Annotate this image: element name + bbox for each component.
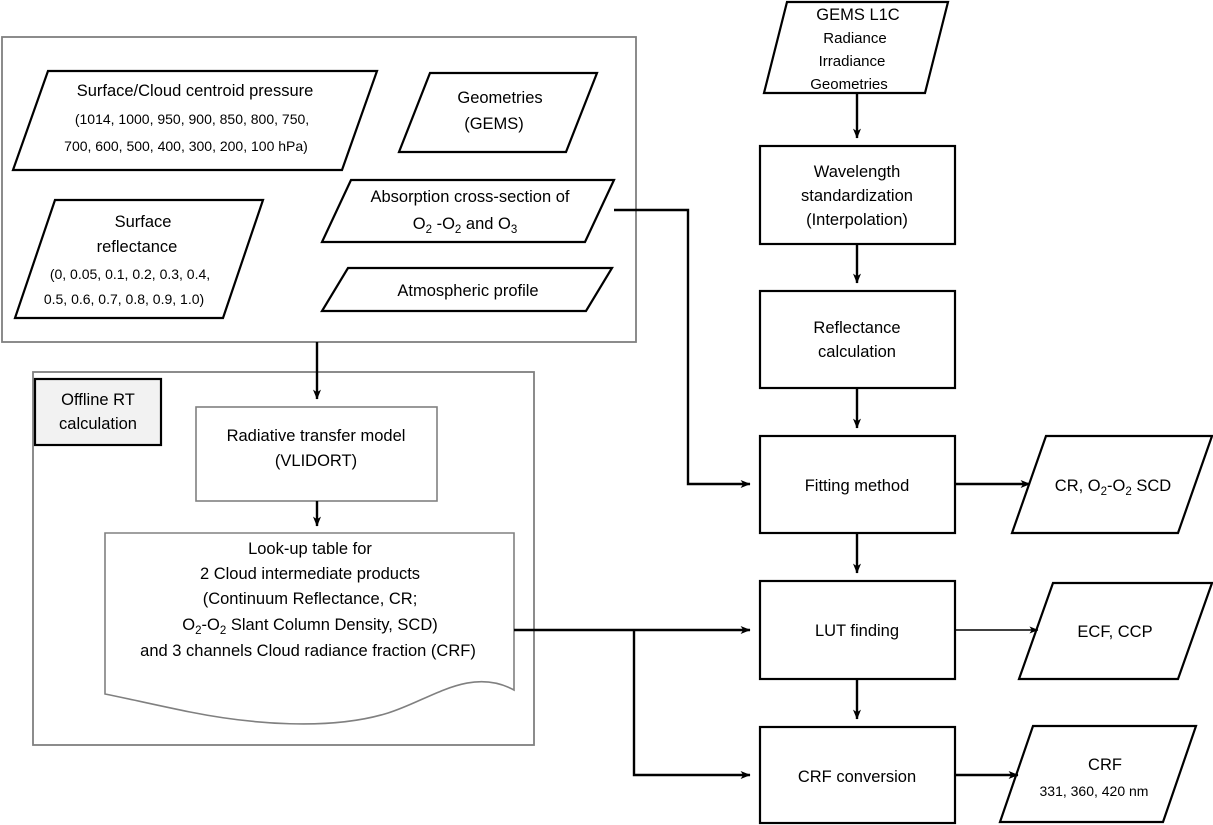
atmospheric-profile-line1: Atmospheric profile (397, 282, 538, 300)
absorption-cross-section-shape (320, 178, 616, 244)
lut-line2: 2 Cloud intermediate products (200, 565, 420, 583)
output-ecf-ccp-text: ECF, CCP (1077, 623, 1152, 641)
absorption-sub3: 3 (511, 224, 517, 236)
lut-sub2: 2 (220, 625, 226, 637)
lut-post: Slant Column Density, SCD) (226, 616, 438, 634)
lut-mid: -O (201, 616, 219, 634)
wavelength-line1: Wavelength (814, 163, 901, 181)
rt-model-line1: Radiative transfer model (227, 427, 406, 445)
reflectance-line1: Reflectance (813, 319, 900, 337)
lut-line5: and 3 channels Cloud radiance fraction (… (140, 642, 476, 660)
reflectance-calculation-box (758, 289, 957, 390)
connector-lut-to-crf-conversion (632, 630, 751, 779)
inputs-container (1, 36, 637, 343)
surface-cloud-pressure-line1: Surface/Cloud centroid pressure (77, 82, 314, 100)
cr-scd-pre: CR, O (1055, 477, 1101, 495)
geometries-line2: (GEMS) (464, 115, 524, 133)
absorption-post: and O (461, 215, 511, 233)
surface-reflectance-line4: 0.5, 0.6, 0.7, 0.8, 0.9, 1.0) (44, 291, 204, 307)
absorption-sub1: 2 (426, 224, 432, 236)
fitting-line1: Fitting method (805, 477, 910, 495)
surface-cloud-pressure-shape (11, 69, 379, 172)
lut-document-shape (104, 532, 515, 725)
geometries-shape (397, 71, 599, 154)
surface-reflectance-line2: reflectance (97, 238, 178, 256)
rt-model-line2: (VLIDORT) (275, 452, 357, 470)
lut-sub1: 2 (195, 625, 201, 637)
absorption-sub2: 2 (455, 224, 461, 236)
fitting-method-box (758, 434, 957, 535)
offline-rt-label-box (33, 377, 163, 447)
radiative-transfer-model-box (195, 406, 438, 502)
cr-scd-mid: -O (1107, 477, 1125, 495)
surface-reflectance-line3: (0, 0.05, 0.1, 0.2, 0.3, 0.4, (50, 266, 210, 282)
gems-l1c-line1: GEMS L1C (816, 6, 900, 24)
output-cr-scd-shape (1010, 434, 1213, 535)
wavelength-line3: (Interpolation) (806, 211, 908, 229)
gems-l1c-line4: Geometries (810, 76, 888, 93)
lut-line1: Look-up table for (248, 540, 372, 558)
cr-scd-sub1: 2 (1101, 486, 1107, 498)
surface-reflectance-shape (13, 198, 265, 320)
lut-finding-line1: LUT finding (815, 622, 899, 640)
cr-scd-post: SCD (1132, 477, 1172, 495)
absorption-line1: Absorption cross-section of (370, 188, 569, 206)
surface-cloud-pressure-line2: (1014, 1000, 950, 900, 850, 800, 750, (75, 111, 309, 127)
absorption-mid: -O (432, 215, 455, 233)
gems-l1c-line2: Radiance (823, 30, 886, 47)
geometries-line1: Geometries (457, 89, 542, 107)
reflectance-line2: calculation (818, 343, 896, 361)
output-crf-line2: 331, 360, 420 nm (1040, 783, 1149, 799)
offline-rt-container (32, 371, 535, 746)
lut-o2a: O (182, 616, 195, 634)
surface-cloud-pressure-line3: 700, 600, 500, 400, 300, 200, 100 hPa) (64, 138, 308, 154)
gems-l1c-line3: Irradiance (819, 53, 886, 70)
output-ecf-ccp-shape (1017, 581, 1213, 681)
connector-absorption-to-fitting (614, 208, 751, 488)
crf-conversion-box (758, 725, 957, 825)
crf-conversion-line1: CRF conversion (798, 768, 916, 786)
lut-line4: O2-O2 Slant Column Density, SCD) (182, 616, 438, 637)
output-crf-line1: CRF (1088, 756, 1122, 774)
offline-rt-label-line1: Offline RT (61, 391, 135, 409)
cr-scd-sub2: 2 (1125, 486, 1131, 498)
wavelength-line2: standardization (801, 187, 913, 205)
output-crf-shape (998, 724, 1198, 824)
absorption-o2a: O (413, 215, 426, 233)
gems-l1c-shape (762, 0, 950, 95)
surface-reflectance-line1: Surface (115, 213, 172, 231)
offline-rt-label-line2: calculation (59, 415, 137, 433)
absorption-line2: O2 -O2 and O3 (413, 215, 518, 236)
output-cr-scd-text: CR, O2-O2 SCD (1055, 477, 1172, 498)
lut-line3: (Continuum Reflectance, CR; (203, 590, 418, 608)
atmospheric-profile-shape (320, 266, 614, 313)
